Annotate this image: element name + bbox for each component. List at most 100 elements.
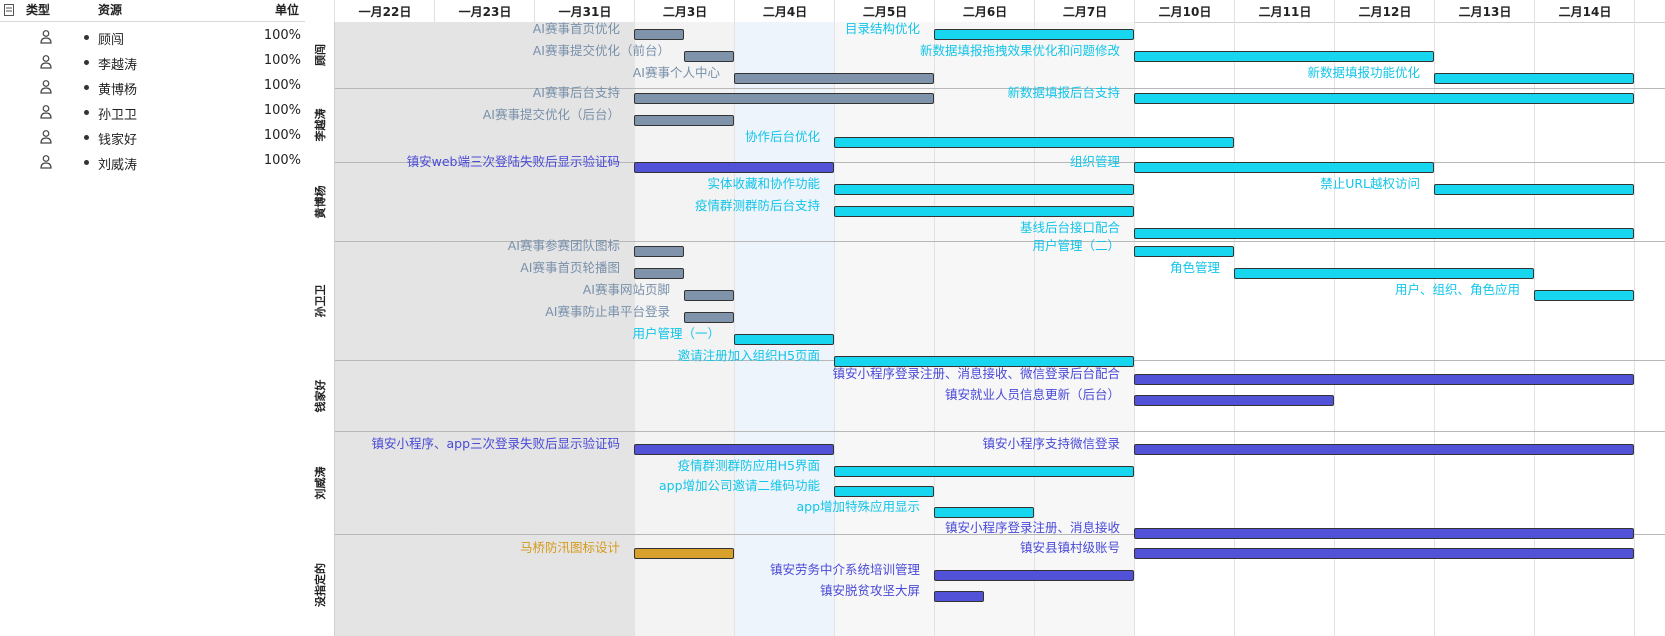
task-label[interactable]: app增加公司邀请二维码功能 <box>658 478 820 493</box>
task-label[interactable]: 目录结构优化 <box>844 22 920 36</box>
task-bar[interactable] <box>834 206 1134 217</box>
task-bar[interactable] <box>634 115 734 126</box>
day-header[interactable]: 一月23日 <box>434 0 535 22</box>
task-label[interactable]: 用户管理（一） <box>632 326 720 341</box>
task-bar[interactable] <box>634 162 834 173</box>
day-header[interactable]: 二月11日 <box>1234 0 1335 22</box>
task-bar[interactable] <box>934 570 1134 581</box>
task-label[interactable]: AI赛事首页轮播图 <box>520 260 620 275</box>
day-header[interactable]: 二月3日 <box>634 0 735 22</box>
band-label[interactable]: 李越涛 <box>305 88 335 162</box>
task-label[interactable]: 新数据填报拖拽效果优化和问题修改 <box>919 43 1120 58</box>
task-bar[interactable] <box>834 356 1134 367</box>
task-label[interactable]: AI赛事提交优化（前台） <box>532 43 670 58</box>
task-label[interactable]: 用户、组织、角色应用 <box>1394 282 1520 297</box>
task-bar[interactable] <box>634 93 934 104</box>
task-bar[interactable] <box>634 548 734 559</box>
task-bar[interactable] <box>834 137 1234 148</box>
task-label[interactable]: AI赛事网站页脚 <box>582 282 670 297</box>
task-bar[interactable] <box>1134 162 1434 173</box>
task-label[interactable]: 马桥防汛图标设计 <box>519 540 620 555</box>
day-header[interactable]: 二月1 <box>1634 0 1665 22</box>
task-label[interactable]: 禁止URL越权访问 <box>1320 176 1420 191</box>
task-bar[interactable] <box>834 184 1134 195</box>
task-label[interactable]: 疫情群测群防应用H5界面 <box>677 458 820 473</box>
task-bar[interactable] <box>634 29 684 40</box>
task-bar[interactable] <box>1134 528 1634 539</box>
task-bar[interactable] <box>1134 395 1334 406</box>
task-bar[interactable] <box>1134 548 1634 559</box>
task-bar[interactable] <box>1534 290 1634 301</box>
task-label[interactable]: 实体收藏和协作功能 <box>707 176 820 191</box>
unit-column-header[interactable]: 单位 <box>274 3 299 17</box>
task-label[interactable]: 镇安小程序、app三次登录失败后显示验证码 <box>371 436 620 451</box>
task-bar[interactable] <box>1134 374 1634 385</box>
task-bar[interactable] <box>634 444 834 455</box>
day-header[interactable]: 二月13日 <box>1434 0 1535 22</box>
task-label[interactable]: 用户管理（二） <box>1032 238 1120 253</box>
task-label[interactable]: AI赛事后台支持 <box>532 85 620 100</box>
task-label[interactable]: 镇安web端三次登陆失败后显示验证码 <box>406 154 620 169</box>
task-label[interactable]: 镇安小程序登录注册、消息接收、微信登录后台配合 <box>832 366 1120 381</box>
day-header[interactable]: 二月6日 <box>934 0 1035 22</box>
resource-column-header[interactable]: 资源 <box>98 3 123 17</box>
band-label[interactable]: 钱家好 <box>305 360 335 431</box>
task-label[interactable]: 镇安劳务中介系统培训管理 <box>769 562 920 577</box>
task-bar[interactable] <box>1134 228 1634 239</box>
task-label[interactable]: 新数据填报功能优化 <box>1307 65 1420 80</box>
task-label[interactable]: AI赛事个人中心 <box>632 65 720 80</box>
day-header[interactable]: 二月5日 <box>834 0 935 22</box>
day-header[interactable]: 二月10日 <box>1134 0 1235 22</box>
day-header[interactable]: 二月12日 <box>1334 0 1435 22</box>
task-label[interactable]: AI赛事提交优化（后台） <box>482 107 620 122</box>
day-header[interactable]: 二月7日 <box>1034 0 1135 22</box>
task-label[interactable]: 疫情群测群防后台支持 <box>694 198 820 213</box>
task-label[interactable]: 角色管理 <box>1169 260 1220 275</box>
task-bar[interactable] <box>734 73 934 84</box>
band-label[interactable]: 刘威涛 <box>305 431 335 534</box>
task-bar[interactable] <box>684 290 734 301</box>
task-bar[interactable] <box>934 507 1034 518</box>
task-bar[interactable] <box>684 51 734 62</box>
band-label[interactable]: 孙卫卫 <box>305 241 335 360</box>
task-label[interactable]: 镇安县镇村级账号 <box>1019 540 1120 555</box>
task-label[interactable]: app增加特殊应用显示 <box>796 499 920 514</box>
task-bar[interactable] <box>684 312 734 323</box>
task-bar[interactable] <box>934 29 1134 40</box>
task-label[interactable]: 邀请注册加入组织H5页面 <box>677 348 820 363</box>
day-header[interactable]: 二月14日 <box>1534 0 1635 22</box>
task-bar[interactable] <box>1134 51 1434 62</box>
day-header[interactable]: 二月4日 <box>734 0 835 22</box>
task-bar[interactable] <box>1134 93 1634 104</box>
task-label[interactable]: 镇安脱贫攻坚大屏 <box>819 583 920 598</box>
task-bar[interactable] <box>734 334 834 345</box>
task-label[interactable]: 新数据填报后台支持 <box>1007 85 1120 100</box>
task-label[interactable]: 镇安小程序登录注册、消息接收 <box>944 520 1120 535</box>
task-bar[interactable] <box>834 466 1134 477</box>
task-bar[interactable] <box>1434 73 1634 84</box>
task-label[interactable]: 组织管理 <box>1069 154 1120 169</box>
task-bar[interactable] <box>1434 184 1634 195</box>
task-bar[interactable] <box>634 246 684 257</box>
band-label[interactable]: 顾闯 <box>305 22 335 88</box>
band-label[interactable]: 没指定的 <box>305 534 335 636</box>
task-label[interactable]: AI赛事防止串平台登录 <box>545 304 670 319</box>
task-label[interactable]: 基线后台接口配合 <box>1019 220 1120 235</box>
panel-menu-icon[interactable] <box>4 4 14 16</box>
task-label[interactable]: AI赛事参赛团队图标 <box>507 238 620 253</box>
task-bar[interactable] <box>1234 268 1534 279</box>
task-bar[interactable] <box>1134 246 1234 257</box>
task-bar[interactable] <box>634 268 684 279</box>
task-label[interactable]: 镇安小程序支持微信登录 <box>982 436 1120 451</box>
day-header[interactable]: 一月22日 <box>334 0 435 22</box>
day-header[interactable]: 一月31日 <box>534 0 635 22</box>
task-bar[interactable] <box>834 486 934 497</box>
task-bar[interactable] <box>934 591 984 602</box>
type-column-header[interactable]: 类型 <box>26 3 51 17</box>
